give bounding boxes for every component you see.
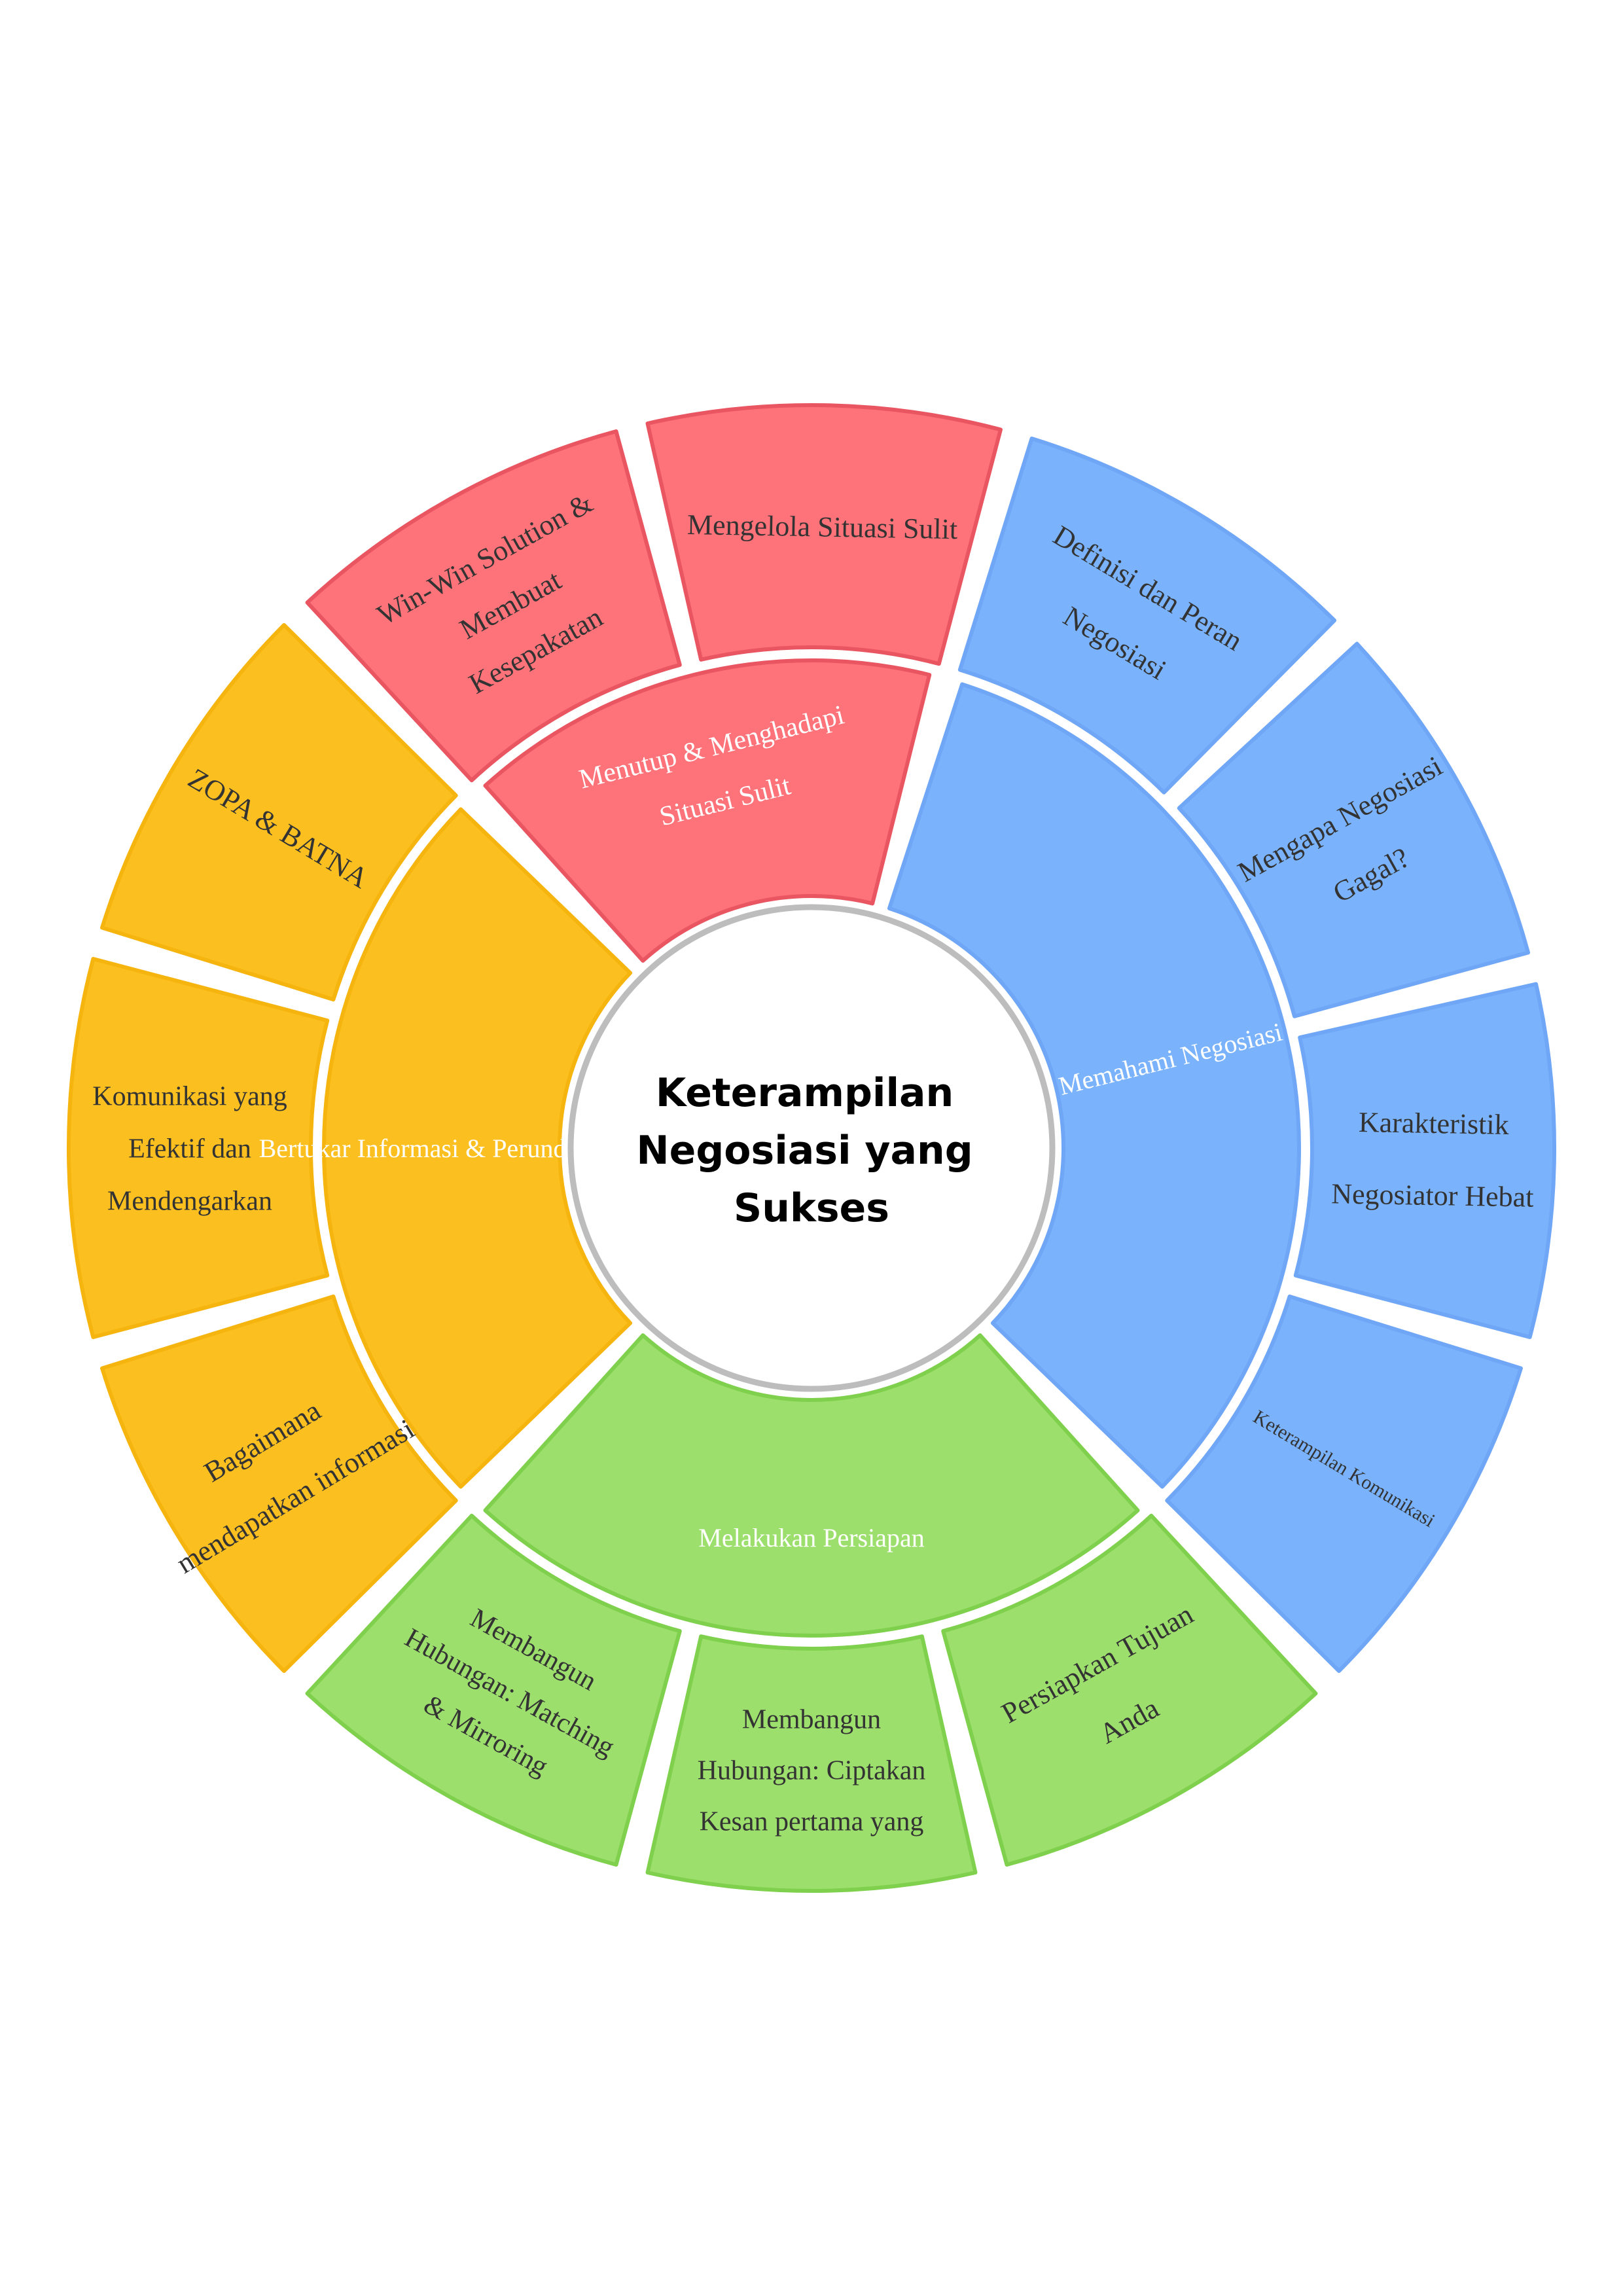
outer-label-red-line: Mengelola Situasi Sulit — [687, 509, 958, 545]
outer-segment-yellow — [67, 957, 330, 1339]
outer-segment-blue — [957, 437, 1337, 795]
inner-label-yellow: Bertukar Informasi & Perundingan — [259, 1134, 625, 1163]
center-circle — [567, 904, 1056, 1392]
outer-label-green-line: Kesan pertama yang — [700, 1807, 924, 1837]
outer-segment-red — [305, 429, 682, 783]
outer-segment-blue — [1293, 982, 1556, 1339]
inner-label-green: Melakukan Persiapan — [698, 1523, 924, 1552]
outer-label-red: Mengelola Situasi Sulit — [687, 509, 958, 545]
center-title-line: Keterampilan — [656, 1070, 954, 1116]
outer-label-yellow-line: Efektif dan — [128, 1134, 251, 1164]
outer-segment-green — [645, 1634, 978, 1893]
outer-segment-blue — [1165, 1294, 1523, 1674]
inner-segment-red — [483, 658, 932, 963]
outer-label-blue-line: Negosiator Hebat — [1331, 1177, 1534, 1213]
center-title: Keterampilan Negosiasi yang Sukses — [636, 1070, 986, 1231]
outer-label-yellow-line: Mendengarkan — [107, 1187, 272, 1217]
outer-segment-green — [941, 1513, 1318, 1867]
outer-segment-yellow — [100, 1294, 458, 1674]
inner-label-yellow-line: Bertukar Informasi & Perundingan — [259, 1134, 625, 1163]
inner-segment-yellow — [322, 807, 633, 1489]
outer-label-green-line: Hubungan: Ciptakan — [698, 1756, 926, 1786]
outer-segment-blue — [1177, 641, 1531, 1018]
segments-layer — [67, 403, 1556, 1893]
outer-segment-green — [305, 1513, 682, 1867]
inner-segment-green — [483, 1333, 1140, 1638]
outer-label-blue-line: Karakteristik — [1359, 1106, 1510, 1141]
center-title-line: Sukses — [734, 1185, 889, 1231]
inner-label-green-line: Melakukan Persiapan — [698, 1523, 924, 1552]
outer-segment-red — [645, 403, 1003, 666]
outer-label-yellow-line: Komunikasi yang — [92, 1082, 287, 1112]
outer-label-green-line: Membangun — [742, 1705, 881, 1735]
outer-segment-yellow — [100, 622, 458, 1002]
center-title-line: Negosiasi yang — [636, 1128, 972, 1174]
outer-label-blue: KarakteristikNegosiator Hebat — [1331, 1105, 1535, 1213]
inner-segment-blue — [887, 682, 1301, 1489]
